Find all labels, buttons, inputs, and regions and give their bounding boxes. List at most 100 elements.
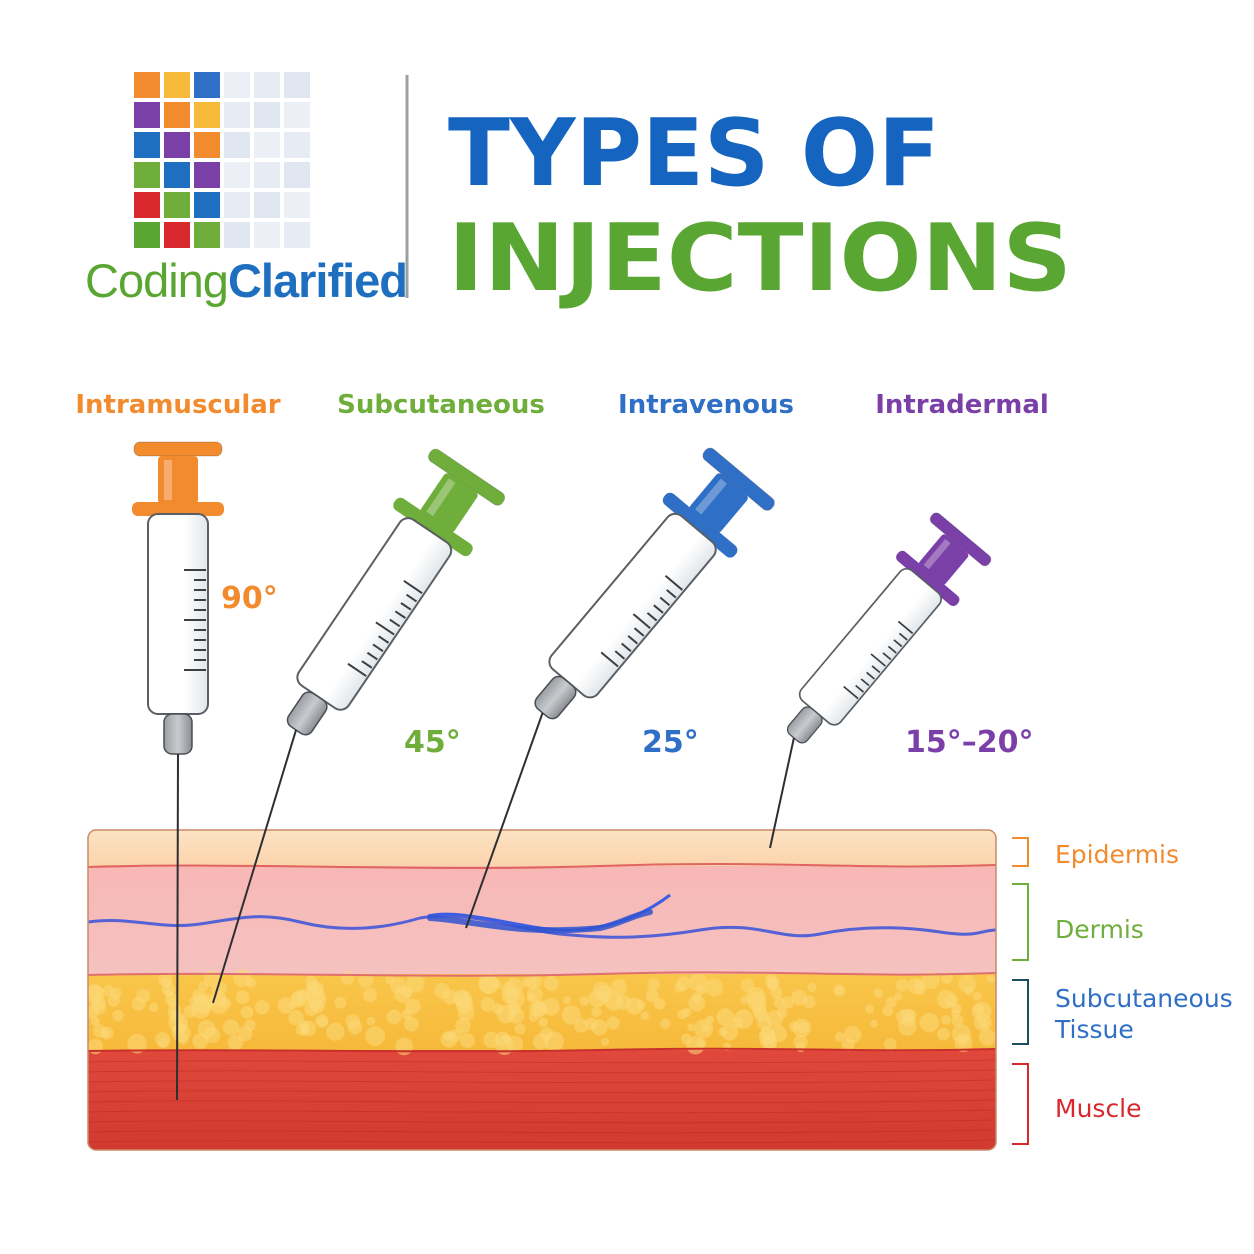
graduation-mark	[887, 645, 897, 654]
fat-cell	[456, 996, 474, 1014]
graduation-mark	[898, 632, 908, 641]
fat-cell	[770, 1025, 788, 1042]
fat-cells	[88, 969, 996, 1056]
fat-cell	[334, 996, 347, 1009]
fat-cell	[345, 1014, 361, 1029]
fat-cell	[971, 1001, 992, 1022]
finger-flange	[132, 502, 224, 516]
logo-tile	[164, 192, 190, 218]
fat-cell	[480, 997, 495, 1012]
angle-subcutaneous: 45°	[404, 725, 461, 760]
graduation-mark	[406, 593, 418, 603]
logo-tile	[164, 132, 190, 158]
fat-cell	[318, 1016, 328, 1027]
logo-wordmark: CodingClarified	[85, 254, 407, 307]
fat-cell	[210, 990, 227, 1007]
logo-tile	[164, 102, 190, 128]
title-line-1: TYPES OF	[448, 99, 940, 207]
graduation-mark	[632, 613, 651, 629]
fat-cell	[865, 1004, 875, 1014]
fat-cell	[919, 1012, 940, 1033]
fat-cell	[941, 972, 953, 985]
layer-epidermis	[88, 830, 996, 868]
fat-cell	[300, 1020, 316, 1037]
fat-cell	[645, 989, 659, 1003]
logo-tile	[284, 102, 310, 128]
fat-cell	[591, 1019, 608, 1036]
fat-cell	[88, 984, 105, 1004]
graduation-mark	[614, 650, 626, 660]
bracket-muscle	[1012, 1063, 1029, 1145]
muscle-fiber	[88, 1099, 996, 1104]
fat-cell	[112, 1009, 124, 1022]
fat-cell	[843, 1025, 862, 1044]
graduation-mark	[646, 612, 658, 622]
barrel	[296, 517, 453, 711]
graduation-mark	[882, 652, 892, 661]
graduation-mark	[870, 653, 886, 667]
plunger-rod	[689, 473, 748, 533]
boundary-sub-muscle	[88, 1047, 996, 1053]
muscle-fiber	[88, 1139, 996, 1144]
fat-cell	[907, 977, 925, 995]
logo-tile	[194, 192, 220, 218]
fat-cell	[951, 1003, 962, 1015]
logo-tile	[134, 132, 160, 158]
boundary-epi-dermis	[88, 863, 996, 869]
logo-tile	[254, 72, 280, 98]
muscle-fiber	[88, 1089, 996, 1094]
fat-cell	[978, 1028, 996, 1046]
fat-cell	[653, 998, 666, 1010]
plunger-highlight	[426, 478, 456, 517]
needle-intramuscular	[176, 753, 179, 1101]
fat-cell	[647, 977, 661, 991]
fat-cell	[705, 978, 724, 997]
fat-cell	[941, 1014, 951, 1025]
fat-cell	[716, 1008, 735, 1027]
logo-tile	[284, 162, 310, 188]
fat-cell	[964, 985, 974, 996]
fat-cell	[448, 1029, 462, 1043]
fat-cell	[403, 1016, 419, 1032]
graduation-mark	[403, 580, 423, 594]
syringe-intradermal	[786, 512, 992, 744]
angle-intravenous: 25°	[642, 725, 699, 760]
fat-cell	[636, 1000, 646, 1010]
logo-tile	[164, 72, 190, 98]
fat-cell	[526, 993, 536, 1002]
graduation-mark	[843, 685, 859, 700]
fat-cell	[177, 1033, 189, 1045]
fat-cell	[460, 1033, 475, 1048]
logo-tile	[224, 102, 250, 128]
fat-cell	[766, 978, 779, 991]
fat-cell	[543, 975, 559, 992]
label-intravenous: Intravenous	[618, 390, 794, 420]
graduation-mark	[621, 642, 632, 652]
logo-tile	[194, 132, 220, 158]
fat-cell	[610, 978, 628, 996]
graduation-mark	[871, 665, 881, 674]
fat-cell	[869, 1019, 878, 1028]
graduation-mark	[860, 678, 870, 687]
label-subcutaneous: Subcutaneous	[337, 390, 545, 420]
fat-cell	[833, 984, 846, 997]
fat-cell	[227, 1034, 244, 1051]
graduation-mark	[400, 602, 412, 611]
fat-cell	[222, 1019, 240, 1036]
graduation-mark	[600, 651, 619, 668]
fat-cell	[895, 978, 909, 992]
fat-cell	[401, 1009, 413, 1020]
plunger-highlight	[695, 478, 727, 515]
plunger-rod	[420, 473, 478, 533]
graduation-mark	[347, 662, 367, 677]
fat-cell	[674, 982, 685, 993]
logo-tile	[194, 72, 220, 98]
layer-label-subcutaneous-1: Subcutaneous	[1055, 984, 1233, 1013]
graduation-mark	[653, 604, 664, 614]
graduation-mark	[394, 610, 406, 619]
fat-cell	[579, 996, 590, 1007]
fat-cell	[235, 990, 250, 1005]
fat-cell	[600, 1037, 610, 1047]
needle-intradermal	[769, 737, 795, 849]
